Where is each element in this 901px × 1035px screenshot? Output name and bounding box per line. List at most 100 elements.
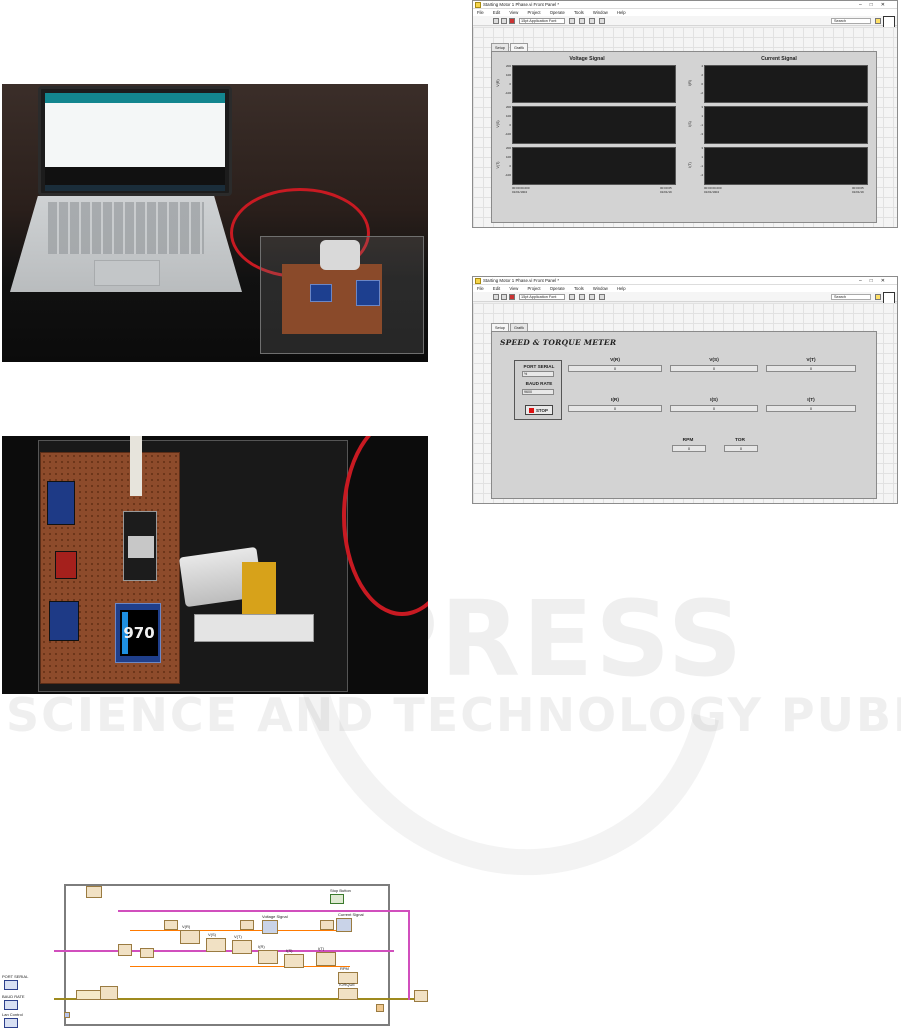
search-input[interactable]: Search: [831, 18, 871, 24]
labview-icon: [475, 278, 481, 284]
tick-label: 100: [505, 155, 511, 159]
menu-operate[interactable]: Operate: [549, 286, 565, 291]
tick-label: 1: [701, 114, 703, 118]
run-arrow-icon[interactable]: [493, 18, 499, 24]
align-icon[interactable]: [569, 18, 575, 24]
menu-project[interactable]: Project: [527, 10, 541, 15]
ir-label: I(R): [611, 398, 619, 403]
vt-indicator-node: [232, 940, 252, 954]
menu-help[interactable]: Help: [616, 10, 626, 15]
tor-label: TOR: [734, 438, 746, 443]
it-label: I(T): [807, 398, 815, 403]
tick-label: 0: [509, 123, 511, 127]
voltage-chart-s[interactable]: [512, 106, 676, 144]
run-continuous-icon[interactable]: [501, 294, 507, 300]
menu-operate[interactable]: Operate: [549, 10, 565, 15]
distribute-icon[interactable]: [579, 18, 585, 24]
menu-edit[interactable]: Edit: [492, 10, 501, 15]
scan-node: [140, 948, 154, 958]
current-graph-terminal: [336, 918, 352, 932]
string-parse-node: [118, 944, 132, 956]
toolbar: 15pt Application Font Search: [473, 292, 897, 304]
voltage-chart-r[interactable]: [512, 65, 676, 103]
tor-indicator: 0: [724, 445, 758, 452]
is-indicator: 0: [670, 405, 758, 412]
window-controls[interactable]: –□✕: [859, 2, 893, 8]
vt-indicator: 0: [766, 365, 856, 372]
abort-icon[interactable]: [509, 294, 515, 300]
tab-panel-setup: SPEED & TORQUE METER PORT SERIAL % BAUD …: [491, 331, 877, 499]
photo-laptop-setup: [2, 84, 428, 362]
aluminium-mount: [194, 614, 314, 642]
voltage-chart-t[interactable]: [512, 147, 676, 185]
port-serial-control: [4, 980, 18, 990]
font-select[interactable]: 15pt Application Font: [519, 18, 565, 24]
menu-help[interactable]: Help: [616, 286, 626, 291]
rpm-indicator-node: [338, 972, 358, 984]
window-controls[interactable]: –□✕: [859, 278, 893, 284]
vt-label: V(T): [806, 358, 816, 363]
bd-stop-button: Stop Button: [330, 888, 351, 893]
bd-vs-label: V(S): [208, 932, 216, 937]
baud-rate-control: [4, 1000, 18, 1010]
rpm-label: RPM: [682, 438, 694, 443]
current-chart-r[interactable]: [704, 65, 868, 103]
serial-control-box: PORT SERIAL % BAUD RATE 9600 STOP: [514, 360, 562, 420]
photo-board-closeup: 970: [2, 436, 428, 694]
tab-setup[interactable]: Setup: [491, 43, 509, 51]
tab-grafik[interactable]: Grafik: [509, 323, 529, 331]
menu-view[interactable]: View: [509, 10, 519, 15]
voltage-graph-terminal: [262, 920, 278, 934]
run-continuous-icon[interactable]: [501, 18, 507, 24]
menu-bar: File Edit View Project Operate Tools Win…: [473, 285, 897, 292]
baud-rate-field[interactable]: 9600: [522, 389, 554, 395]
abort-icon[interactable]: [509, 18, 515, 24]
help-icon[interactable]: [875, 294, 881, 300]
tick-label: -2: [700, 91, 703, 95]
menu-window[interactable]: Window: [592, 286, 608, 291]
tab-grafik[interactable]: Grafik: [509, 43, 529, 51]
resize-icon[interactable]: [589, 18, 595, 24]
ir-indicator-node: [258, 950, 278, 964]
bd-current-signal: Current Signal: [338, 912, 364, 917]
stop-button[interactable]: STOP: [525, 405, 553, 415]
menu-project[interactable]: Project: [527, 286, 541, 291]
menu-tools[interactable]: Tools: [573, 286, 584, 291]
bundle-node: [240, 920, 254, 930]
current-sensor-module: [49, 601, 79, 641]
menu-file[interactable]: File: [477, 286, 484, 291]
menu-file[interactable]: File: [477, 10, 484, 15]
tick-label: 100: [505, 73, 511, 77]
menu-tools[interactable]: Tools: [573, 10, 584, 15]
reorder-icon[interactable]: [599, 18, 605, 24]
font-select[interactable]: 15pt Application Font: [519, 294, 565, 300]
current-chart-t[interactable]: [704, 147, 868, 185]
resize-icon[interactable]: [589, 294, 595, 300]
run-arrow-icon[interactable]: [493, 294, 499, 300]
tick-label: 200: [505, 105, 511, 109]
iteration-terminal: [64, 1012, 70, 1018]
tick-label: 0: [701, 82, 703, 86]
tick-label: 3: [701, 146, 703, 150]
menu-view[interactable]: View: [509, 286, 519, 291]
data-wire: [130, 966, 350, 967]
visa-read-node: [100, 986, 118, 1000]
menu-edit[interactable]: Edit: [492, 286, 501, 291]
align-icon[interactable]: [569, 294, 575, 300]
search-input[interactable]: Search: [831, 294, 871, 300]
reorder-icon[interactable]: [599, 294, 605, 300]
menu-window[interactable]: Window: [592, 10, 608, 15]
bd-torque-label: TORQUE: [338, 982, 356, 987]
current-chart-s[interactable]: [704, 106, 868, 144]
serial-wire-right: [408, 910, 410, 1000]
tick-label: -1: [700, 164, 703, 168]
red-cable: [342, 436, 428, 616]
distribute-icon[interactable]: [579, 294, 585, 300]
tab-setup[interactable]: Setup: [491, 323, 509, 331]
usb-cable: [130, 436, 142, 496]
voltage-graph-title: Voltage Signal: [569, 56, 605, 62]
stop-square-icon: [529, 408, 534, 413]
current-graph-group: Current Signal I(R) I(S) I(T) 4 2 0 -2 3…: [686, 55, 872, 223]
port-serial-select[interactable]: %: [522, 371, 554, 377]
help-icon[interactable]: [875, 18, 881, 24]
